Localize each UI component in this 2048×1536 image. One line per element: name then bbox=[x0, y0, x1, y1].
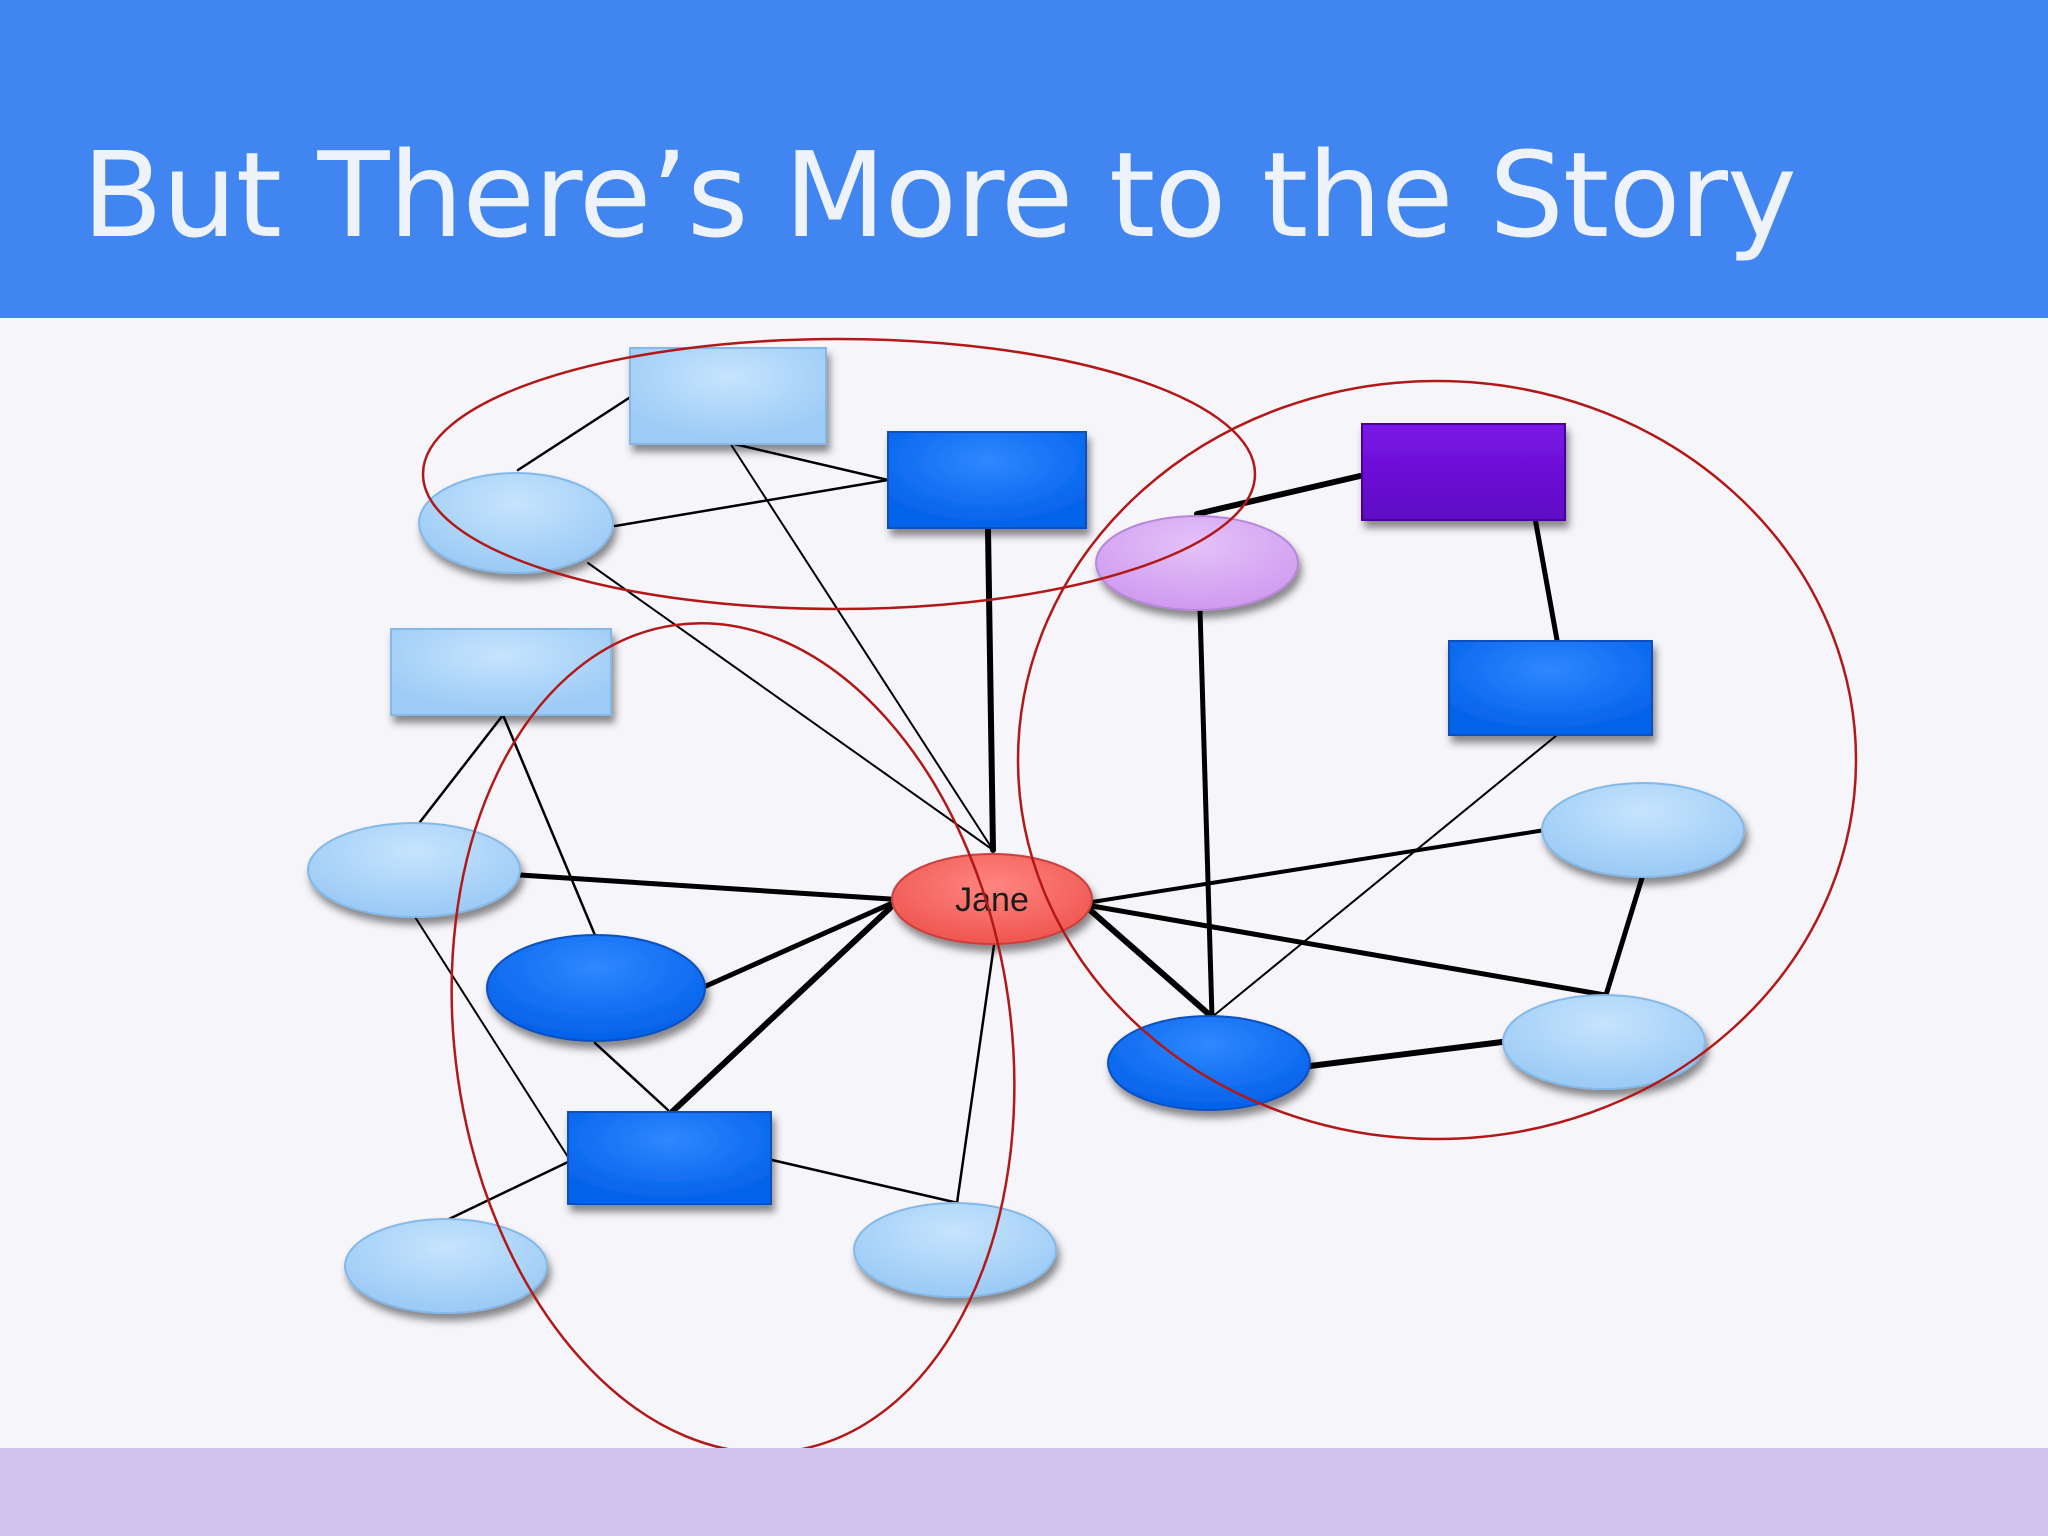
edge bbox=[593, 1041, 670, 1112]
oval-node-blue bbox=[486, 934, 706, 1042]
rect-node-light-blue bbox=[390, 628, 612, 716]
rect-node-blue bbox=[1448, 640, 1653, 736]
edge bbox=[703, 901, 893, 989]
network-edges bbox=[414, 394, 1645, 1222]
edge bbox=[1194, 473, 1363, 517]
center-node-label: Jane bbox=[955, 881, 1029, 919]
edge bbox=[587, 562, 994, 851]
cluster-outline-right bbox=[1016, 379, 1858, 1141]
edge bbox=[1307, 1039, 1505, 1069]
edge bbox=[414, 916, 569, 1158]
edge bbox=[1603, 875, 1645, 998]
oval-node-light-blue bbox=[1541, 782, 1745, 878]
cluster-outline-top bbox=[421, 337, 1257, 611]
cluster-outline-left bbox=[450, 621, 1016, 1455]
edge bbox=[770, 1158, 960, 1205]
edge bbox=[985, 527, 996, 853]
edge bbox=[728, 441, 890, 482]
edge bbox=[613, 478, 890, 528]
oval-node-light-blue bbox=[853, 1202, 1057, 1298]
edge bbox=[517, 872, 893, 902]
rect-node-light-blue bbox=[629, 347, 827, 445]
edge bbox=[1090, 828, 1547, 904]
cluster-outlines bbox=[421, 337, 1858, 1455]
edge bbox=[1197, 607, 1215, 1020]
oval-node-light-blue bbox=[344, 1218, 548, 1314]
footer-bar bbox=[0, 1448, 2048, 1536]
center-node-jane bbox=[891, 853, 1093, 945]
oval-node-blue bbox=[1107, 1015, 1311, 1111]
edge bbox=[445, 1160, 570, 1222]
network-nodes: Jane bbox=[307, 347, 1745, 1314]
edge bbox=[1211, 734, 1558, 1018]
edge bbox=[501, 713, 599, 942]
title-bar bbox=[0, 0, 2048, 318]
oval-node-light-blue bbox=[307, 822, 521, 918]
edge bbox=[669, 905, 893, 1115]
edge bbox=[418, 713, 505, 824]
oval-node-lilac bbox=[1095, 515, 1299, 611]
rect-node-blue bbox=[887, 431, 1087, 529]
rect-node-blue bbox=[567, 1111, 772, 1205]
slide-title: But There’s More to the Story bbox=[82, 126, 1797, 264]
rect-node-purple bbox=[1361, 423, 1566, 521]
oval-node-light-blue bbox=[418, 472, 614, 574]
edge bbox=[516, 394, 634, 472]
edge bbox=[1532, 515, 1560, 643]
edge bbox=[729, 442, 994, 851]
edge bbox=[1089, 903, 1608, 998]
edge bbox=[955, 943, 996, 1205]
edge bbox=[1087, 907, 1215, 1020]
oval-node-light-blue bbox=[1502, 994, 1706, 1090]
